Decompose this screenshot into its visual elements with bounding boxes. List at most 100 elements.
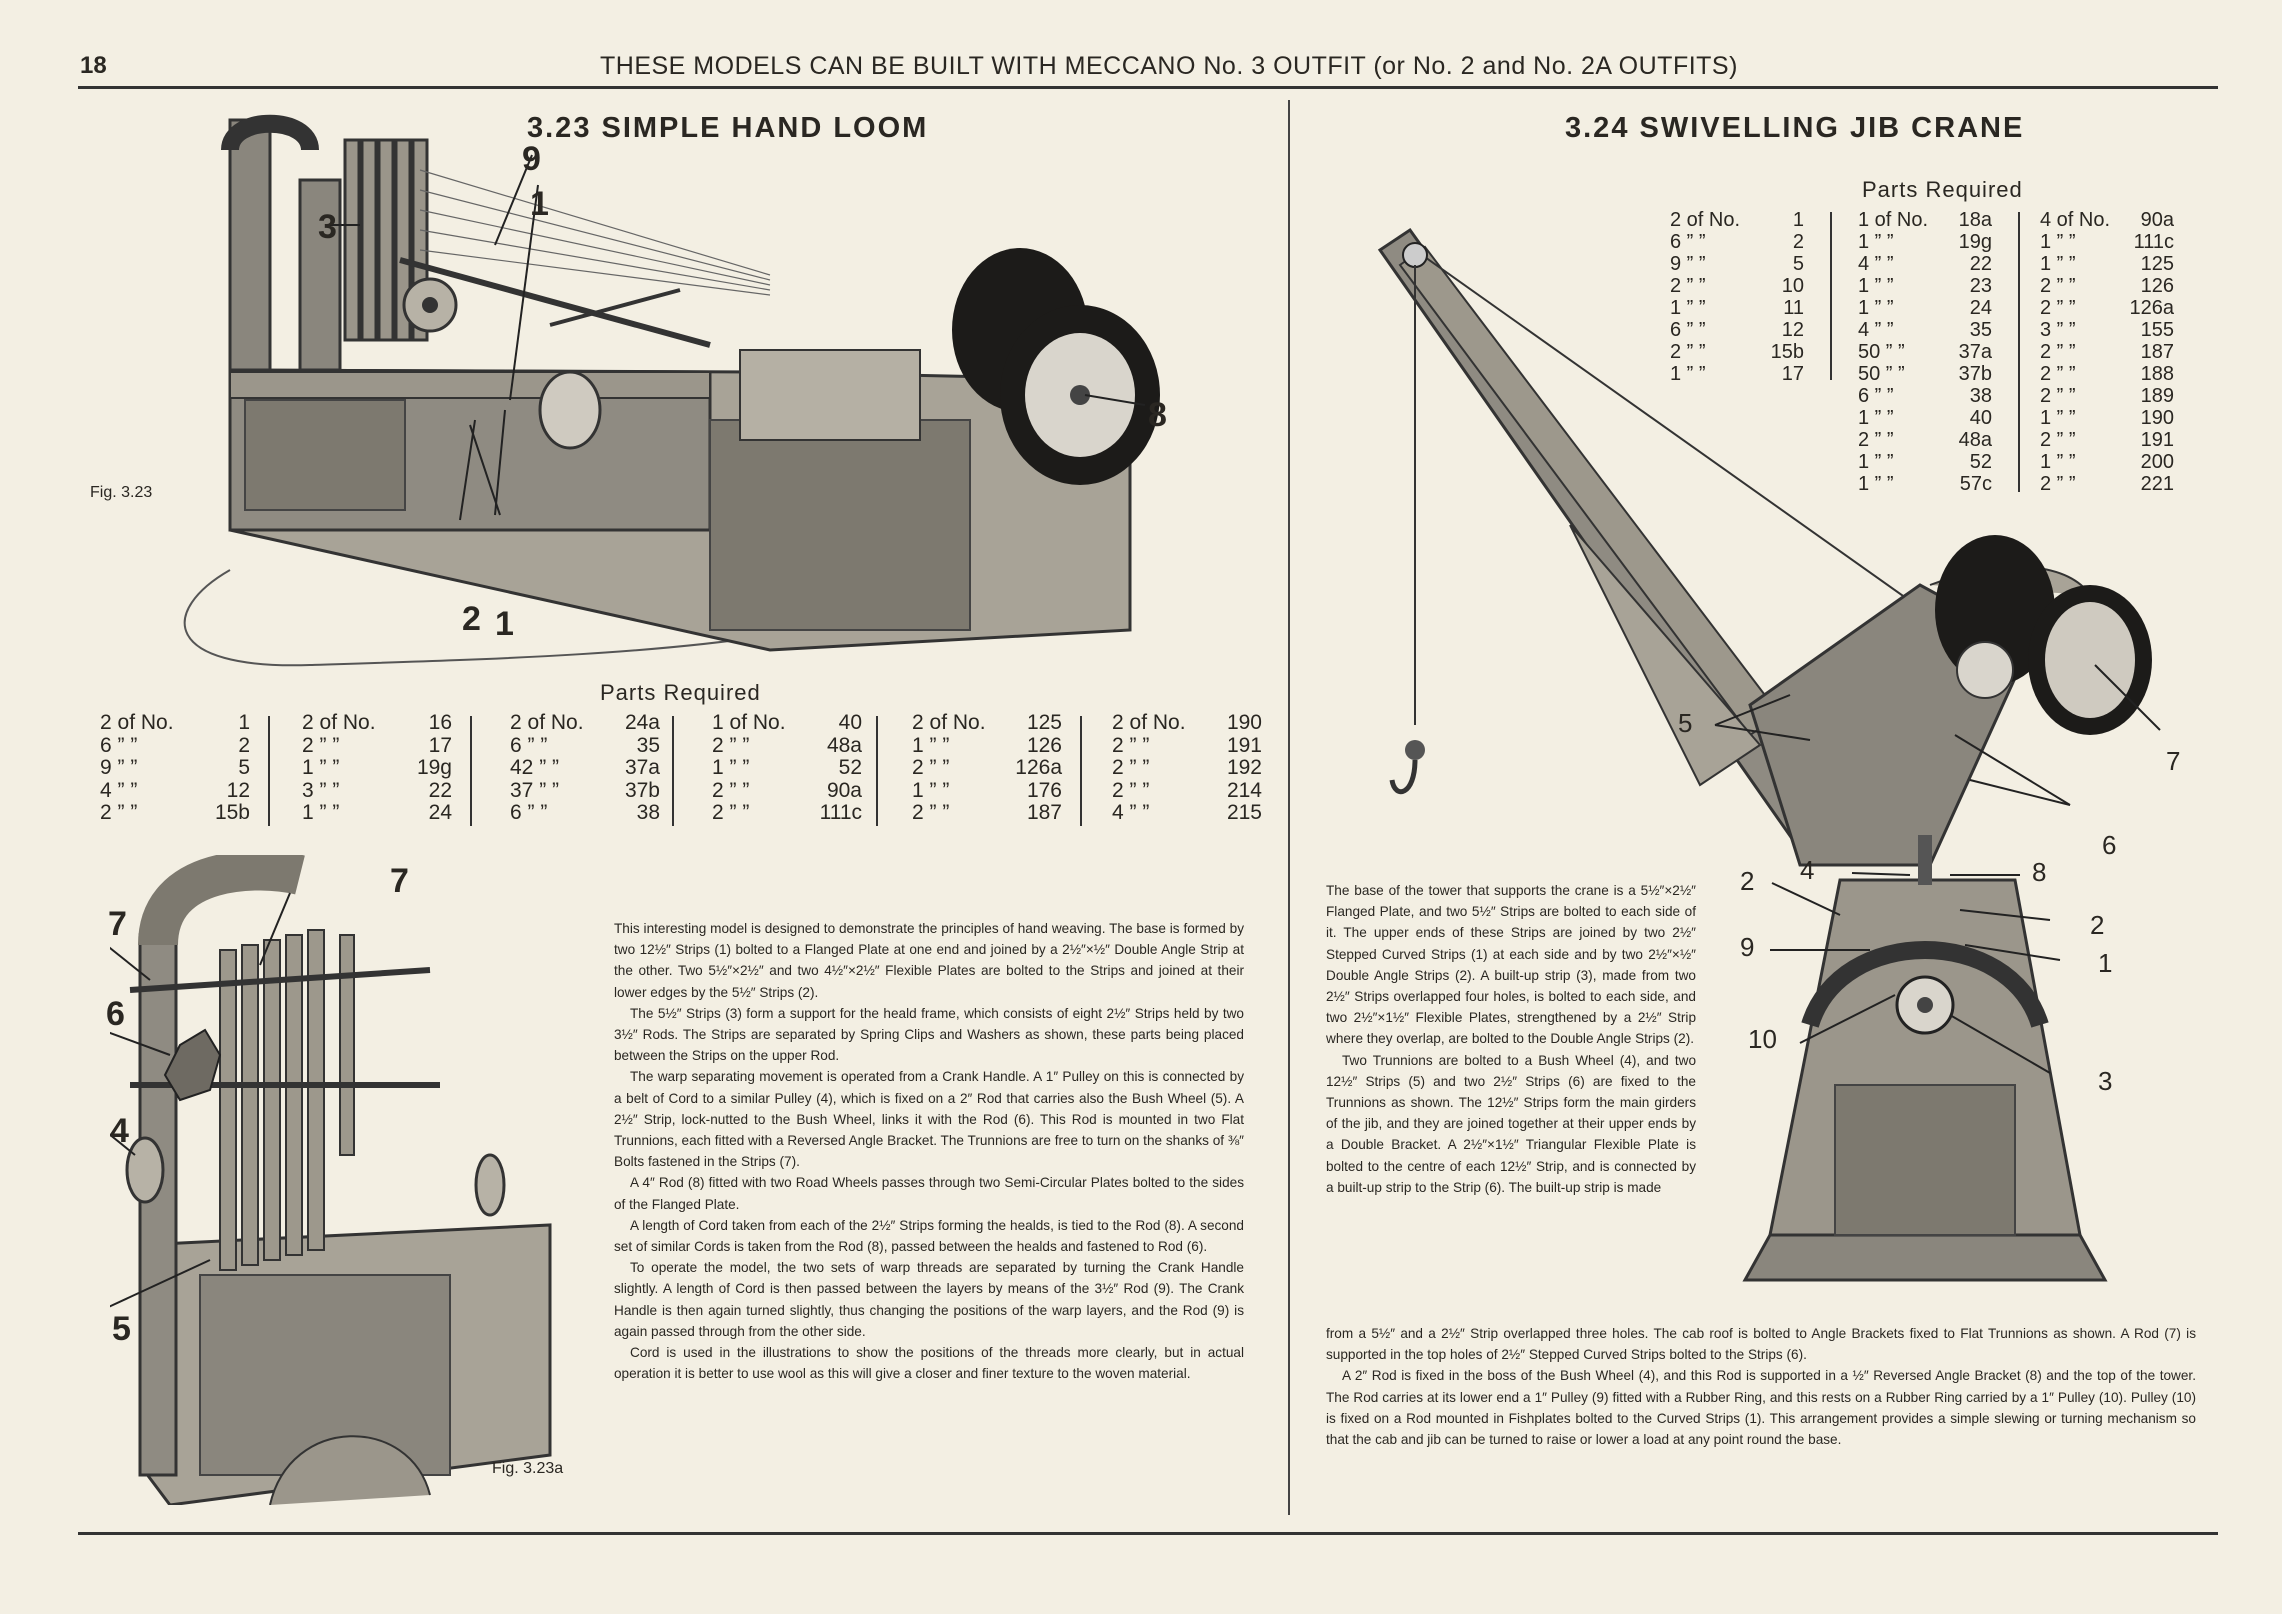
parts-row: 2 ” ”187 <box>912 801 1062 824</box>
parts-row: 1 ” ”190 <box>2040 407 2174 429</box>
parts-row: 1 ” ”24 <box>302 801 452 824</box>
parts-row: 2 ” ”17 <box>302 733 452 757</box>
crane-callout-10: 10 <box>1748 1024 1777 1054</box>
loom-paragraph: This interesting model is designed to de… <box>614 921 1244 1000</box>
loom-callout-2: 2 <box>462 600 481 638</box>
loom-parts-col-4: 1 of No.40 2 ” ”48a 1 ” ”52 2 ” ”90a 2 ”… <box>712 711 862 825</box>
running-head: THESE MODELS CAN BE BUILT WITH MECCANO N… <box>600 52 1738 80</box>
parts-row: 42 ” ”37a <box>510 756 660 779</box>
loom-fig-label-a: Fig. 3.23a <box>492 1460 564 1477</box>
parts-row: 1 of No.18a <box>1858 209 1992 231</box>
loom-paragraph: Cord is used in the illustrations to sho… <box>614 1345 1244 1382</box>
parts-row: 2 ” ”191 <box>1112 733 1262 757</box>
footer-rule <box>78 1532 2218 1535</box>
crane-paragraph: from a 5½″ and a 2½″ Strip overlapped th… <box>1326 1326 2196 1363</box>
parts-separator <box>1830 212 1832 380</box>
parts-separator <box>268 716 270 826</box>
crane-callout-2-left: 2 <box>1740 866 1755 896</box>
crane-callout-9: 9 <box>1740 932 1755 962</box>
parts-separator <box>876 716 878 826</box>
parts-row: 1 ” ”200 <box>2040 451 2174 473</box>
parts-row: 2 of No.190 <box>1112 711 1262 734</box>
loom-detail-illustration <box>110 855 552 1505</box>
parts-separator <box>672 716 674 826</box>
parts-row: 1 ” ”52 <box>712 756 862 779</box>
parts-row: 2 ” ”15b <box>1670 341 1804 363</box>
parts-separator <box>1080 716 1082 826</box>
parts-row: 1 ” ”52 <box>1858 451 1992 473</box>
parts-row: 2 ” ”221 <box>2040 473 2174 495</box>
parts-row: 2 ” ”15b <box>100 801 250 824</box>
crane-paragraph: The base of the tower that supports the … <box>1326 883 1696 1047</box>
loom-title: 3.23 SIMPLE HAND LOOM <box>527 112 929 144</box>
header-rule <box>78 86 2218 89</box>
parts-row: 2 ” ”111c <box>712 801 862 824</box>
loom-callout-3: 3 <box>318 208 337 246</box>
parts-row: 2 ” ”126a <box>912 756 1062 779</box>
crane-callout-1: 1 <box>2098 948 2113 978</box>
parts-row: 1 ” ”176 <box>912 778 1062 802</box>
parts-row: 1 ” ”24 <box>1858 297 1992 319</box>
loom-paragraph: The warp separating movement is operated… <box>614 1069 1244 1170</box>
parts-row: 4 ” ”12 <box>100 778 250 802</box>
parts-row: 9 ” ”5 <box>100 756 250 779</box>
parts-row: 1 ” ”19g <box>302 756 452 779</box>
parts-row: 1 of No.40 <box>712 711 862 734</box>
parts-row: 1 ” ”40 <box>1858 407 1992 429</box>
crane-callout-6: 6 <box>2102 830 2117 860</box>
crane-callout-8: 8 <box>2032 857 2047 887</box>
page-number: 18 <box>80 52 107 79</box>
crane-description-narrow: The base of the tower that supports the … <box>1326 880 1696 1198</box>
parts-row: 1 ” ”23 <box>1858 275 1992 297</box>
parts-row: 2 ” ”90a <box>712 778 862 802</box>
parts-row: 2 ” ”191 <box>2040 429 2174 451</box>
crane-parts-col-1: 2 of No.1 6 ” ”2 9 ” ”5 2 ” ”10 1 ” ”11 … <box>1670 209 1804 385</box>
parts-row: 2 ” ”10 <box>1670 275 1804 297</box>
loom-parts-col-2: 2 of No.16 2 ” ”17 1 ” ”19g 3 ” ”22 1 ” … <box>302 711 452 825</box>
parts-row: 50 ” ”37a <box>1858 341 1992 363</box>
parts-separator <box>470 716 472 826</box>
crane-parts-col-2: 1 of No.18a 1 ” ”19g 4 ” ”22 1 ” ”23 1 ”… <box>1858 209 1992 495</box>
loom-fig-label: Fig. 3.23 <box>90 484 153 501</box>
loom-callout-1-top: 1 <box>530 185 549 223</box>
parts-row: 6 ” ”38 <box>1858 385 1992 407</box>
parts-row: 2 of No.1 <box>1670 209 1804 231</box>
parts-row: 2 ” ”126a <box>2040 297 2174 319</box>
crane-callout-5: 5 <box>1678 708 1693 738</box>
loom-paragraph: A length of Cord taken from each of the … <box>614 1217 1244 1255</box>
loom-parts-heading: Parts Required <box>600 680 761 705</box>
parts-row: 1 ” ”57c <box>1858 473 1992 495</box>
loom-parts-col-5: 2 of No.125 1 ” ”126 2 ” ”126a 1 ” ”176 … <box>912 711 1062 825</box>
parts-row: 50 ” ”37b <box>1858 363 1992 385</box>
parts-row: 4 ” ”22 <box>1858 253 1992 275</box>
parts-row: 2 ” ”192 <box>1112 756 1262 779</box>
parts-row: 1 ” ”11 <box>1670 297 1804 319</box>
parts-row: 2 ” ”126 <box>2040 275 2174 297</box>
parts-row: 1 ” ”125 <box>2040 253 2174 275</box>
parts-row: 4 ” ”215 <box>1112 801 1262 824</box>
loom-paragraph: To operate the model, the two sets of wa… <box>614 1260 1244 1339</box>
loom-callout-1-bottom: 1 <box>495 605 514 643</box>
parts-row: 6 ” ”2 <box>100 733 250 757</box>
loom-paragraph: The 5½″ Strips (3) form a support for th… <box>614 1005 1244 1064</box>
loom-description: This interesting model is designed to de… <box>614 918 1244 1384</box>
parts-separator <box>2018 212 2020 492</box>
parts-row: 6 ” ”38 <box>510 801 660 824</box>
loom-illustration <box>183 114 1160 667</box>
parts-row: 2 ” ”48a <box>1858 429 1992 451</box>
parts-row: 2 ” ”189 <box>2040 385 2174 407</box>
detail-callout-7-left: 7 <box>108 905 127 943</box>
parts-row: 2 ” ”214 <box>1112 778 1262 802</box>
crane-paragraph: Two Trunnions are bolted to a Bush Wheel… <box>1326 1052 1696 1195</box>
parts-row: 2 ” ”188 <box>2040 363 2174 385</box>
parts-row: 2 of No.24a <box>510 711 660 734</box>
crane-title: 3.24 SWIVELLING JIB CRANE <box>1565 112 2025 144</box>
detail-callout-7-right: 7 <box>390 862 409 900</box>
parts-row: 6 ” ”35 <box>510 733 660 757</box>
parts-row: 3 ” ”22 <box>302 778 452 802</box>
parts-row: 1 ” ”126 <box>912 733 1062 757</box>
parts-row: 9 ” ”5 <box>1670 253 1804 275</box>
crane-parts-col-3: 4 of No.90a 1 ” ”111c 1 ” ”125 2 ” ”126 … <box>2040 209 2174 495</box>
loom-parts-col-1: 2 of No.1 6 ” ”2 9 ” ”5 4 ” ”12 2 ” ”15b <box>100 711 250 825</box>
parts-row: 37 ” ”37b <box>510 778 660 802</box>
